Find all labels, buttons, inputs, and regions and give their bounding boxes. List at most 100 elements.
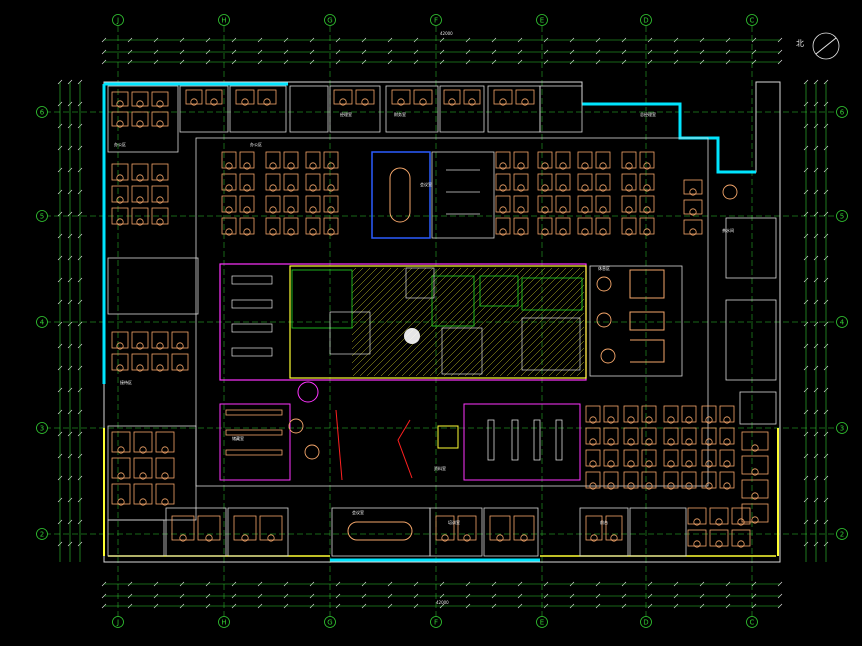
hatch-line [352,268,427,343]
axis-bubble-circle [36,316,48,328]
desk [323,151,339,169]
chair [243,228,251,236]
chair [625,162,633,170]
hatch-line [548,340,584,376]
desk [603,427,619,445]
chair [541,206,549,214]
desk [495,151,511,169]
desk [221,217,237,235]
chair [441,534,449,542]
chair [116,100,124,108]
axis-bubble-circle [536,14,548,26]
desk [537,173,553,191]
chair [581,228,589,236]
desk [641,427,657,445]
desk [577,151,593,169]
desk [621,173,637,191]
axis-bubble-circle [430,14,442,26]
chair [723,416,731,424]
desk [391,89,411,105]
desk-cluster-w4 [111,431,175,506]
desk-cluster-o3 [333,89,375,106]
desk [283,195,299,213]
desk [603,449,619,467]
archive-shelves [487,419,563,461]
column-bubble-top: G [324,14,336,26]
desk [171,515,195,541]
round-table [600,348,616,364]
chair [161,446,169,454]
desk [719,471,735,489]
room-label: 前台 [600,519,608,525]
row-bubble-right: 3 [836,422,848,434]
desk-cluster-n2 [265,151,299,236]
desk [585,515,603,541]
desk [151,91,169,107]
axis-bubble-label: 2 [840,531,844,539]
chair [243,162,251,170]
chair [751,492,759,500]
desk-cluster-se2 [623,405,657,490]
desk [585,471,601,489]
hatch-line [478,270,584,376]
chair [117,472,125,480]
axis-bubble-circle [36,422,48,434]
chair [589,416,597,424]
column-bubble-top: J [112,14,124,26]
desk [513,515,535,541]
top-dimension-chain [104,39,780,63]
chair [156,218,164,226]
hatch-line [513,305,584,376]
chair [267,534,275,542]
hatch-line [373,268,483,376]
chair [705,460,713,468]
meeting-room-north [371,151,431,239]
chair [723,438,731,446]
chair [520,534,528,542]
chair [723,482,731,490]
chair [645,438,653,446]
axis-bubble-circle [836,422,848,434]
chair [139,498,147,506]
chair [287,162,295,170]
column-bubble-top: E [536,14,548,26]
chair [156,342,164,350]
axis-bubble-circle [836,210,848,222]
desk [663,405,679,423]
hatch-line [359,268,469,376]
chair [139,472,147,480]
desk [641,471,657,489]
axis-bubble-label: C [750,17,755,25]
chair [705,416,713,424]
core-hatch [352,268,584,376]
pantry-counter [231,299,273,309]
chair [309,228,317,236]
hatch-line [394,268,504,376]
desk-cluster-o2 [235,89,277,106]
desk [221,195,237,213]
axis-bubble-circle [36,106,48,118]
desk [233,515,257,541]
desk [741,431,769,451]
chair [136,342,144,350]
desk [239,173,255,191]
chair [590,534,598,542]
column-marker [297,381,319,403]
chair [287,184,295,192]
desk [111,185,129,203]
workstation-clusters [111,89,769,548]
desk [259,515,283,541]
desk [131,331,149,349]
archive-room [463,403,581,481]
desk-cluster-w2 [111,163,169,226]
chair [136,100,144,108]
desk [537,217,553,235]
column-bubble-top: F [430,14,442,26]
desk [283,173,299,191]
chair [269,228,277,236]
chair [643,206,651,214]
chair [116,342,124,350]
desk [495,173,511,191]
axis-bubble-circle [640,616,652,628]
